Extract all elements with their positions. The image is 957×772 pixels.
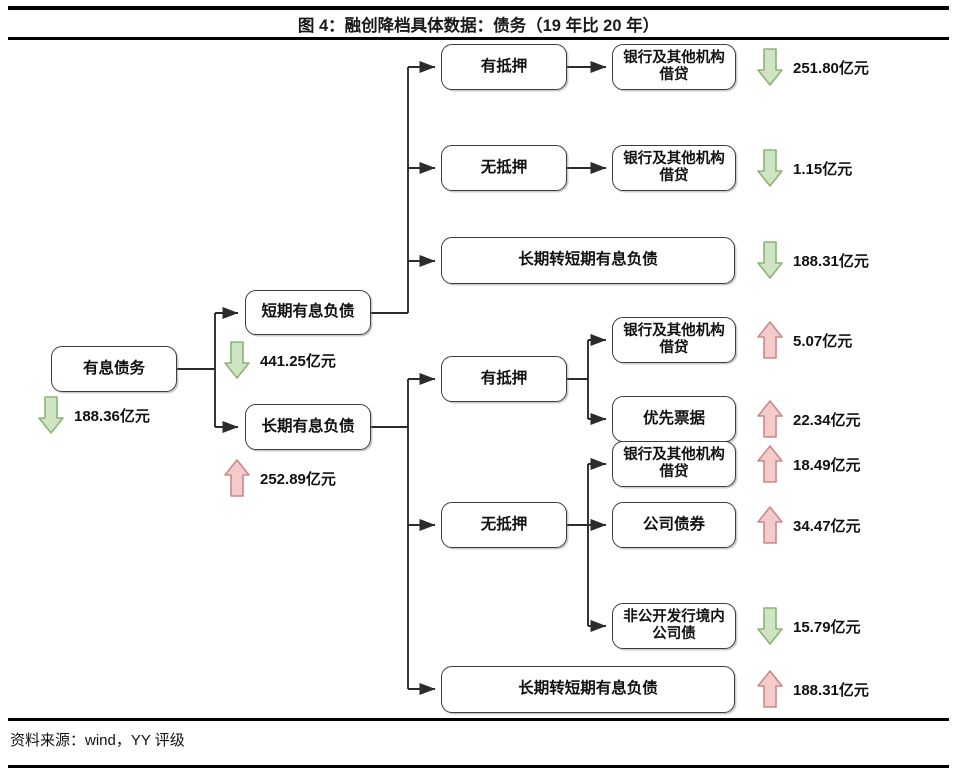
figure-title: 图 4：融创降档具体数据：债务（19 年比 20 年） bbox=[297, 17, 660, 35]
delta-value: 188.31亿元 bbox=[793, 681, 869, 699]
delta-value: 18.49亿元 bbox=[793, 456, 861, 474]
arrow-up-icon bbox=[756, 320, 784, 360]
node-line-2: 借贷 bbox=[659, 67, 689, 83]
node-bank-loan-secured-lt[interactable]: 银行及其他机构 借贷 bbox=[612, 317, 736, 363]
delta-private-placement-bond: 15.79亿元 bbox=[756, 606, 861, 646]
node-bank-loan-unsecured-st[interactable]: 银行及其他机构 借贷 bbox=[612, 145, 736, 191]
node-lt-to-st-upper[interactable]: 长期转短期有息负债 bbox=[441, 237, 735, 284]
node-line-2: 借贷 bbox=[659, 168, 689, 184]
arrow-down-icon bbox=[223, 340, 251, 380]
node-line-1: 非公开发行境内 bbox=[623, 608, 725, 625]
arrow-down-icon bbox=[756, 148, 784, 188]
delta-value: 22.34亿元 bbox=[793, 411, 861, 429]
node-line-2: 借贷 bbox=[659, 340, 689, 356]
arrow-up-icon bbox=[756, 505, 784, 545]
delta-long-term: 252.89亿元 bbox=[223, 458, 336, 498]
footer-rule-top bbox=[8, 718, 949, 721]
delta-value: 34.47亿元 bbox=[793, 517, 861, 535]
delta-root: 188.36亿元 bbox=[37, 395, 150, 435]
delta-value: 188.31亿元 bbox=[793, 252, 869, 270]
node-line-1: 银行及其他机构 bbox=[623, 446, 725, 463]
arrow-up-icon bbox=[223, 458, 251, 498]
delta-value: 5.07亿元 bbox=[793, 332, 853, 350]
delta-senior-notes: 22.34亿元 bbox=[756, 399, 861, 439]
node-lt-to-st-lower[interactable]: 长期转短期有息负债 bbox=[441, 666, 735, 713]
node-bank-loan-secured-st[interactable]: 银行及其他机构 借贷 bbox=[612, 44, 736, 90]
node-line-1: 银行及其他机构 bbox=[623, 49, 725, 66]
node-secured-long-term[interactable]: 有抵押 bbox=[441, 356, 567, 402]
node-line-2: 借贷 bbox=[659, 464, 689, 480]
arrow-up-icon bbox=[756, 444, 784, 484]
node-private-placement-bond[interactable]: 非公开发行境内 公司债 bbox=[612, 603, 736, 649]
arrow-down-icon bbox=[756, 47, 784, 87]
node-bank-loan-unsecured-lt[interactable]: 银行及其他机构 借贷 bbox=[612, 441, 736, 487]
delta-value: 15.79亿元 bbox=[793, 618, 861, 636]
delta-value: 441.25亿元 bbox=[260, 352, 336, 370]
header-rule-top bbox=[8, 6, 949, 10]
delta-value: 188.36亿元 bbox=[74, 407, 150, 425]
diagram-canvas: 有息债务 短期有息负债 长期有息负债 有抵押 无抵押 长期转短期有息负债 银行及… bbox=[0, 40, 957, 718]
delta-short-term: 441.25亿元 bbox=[223, 340, 336, 380]
node-senior-notes[interactable]: 优先票据 bbox=[612, 396, 736, 442]
node-secured-short-term[interactable]: 有抵押 bbox=[441, 44, 567, 90]
arrow-down-icon bbox=[756, 240, 784, 280]
connector-lines bbox=[176, 60, 607, 696]
header-rule-bottom bbox=[8, 37, 949, 40]
arrow-up-icon bbox=[756, 399, 784, 439]
delta-bank-loan-unsecured-st: 1.15亿元 bbox=[756, 148, 852, 188]
arrow-down-icon bbox=[756, 606, 784, 646]
node-corporate-bond[interactable]: 公司债券 bbox=[612, 502, 736, 548]
arrow-up-icon bbox=[756, 669, 784, 709]
delta-value: 251.80亿元 bbox=[793, 59, 869, 77]
node-line-1: 银行及其他机构 bbox=[623, 150, 725, 167]
delta-bank-loan-secured-st: 251.80亿元 bbox=[756, 47, 869, 87]
node-line-1: 银行及其他机构 bbox=[623, 322, 725, 339]
delta-value: 1.15亿元 bbox=[793, 160, 853, 178]
delta-value: 252.89亿元 bbox=[260, 470, 336, 488]
node-unsecured-long-term[interactable]: 无抵押 bbox=[441, 502, 567, 548]
delta-corporate-bond: 34.47亿元 bbox=[756, 505, 861, 545]
arrow-down-icon bbox=[37, 395, 65, 435]
node-long-term-debt[interactable]: 长期有息负债 bbox=[245, 404, 371, 450]
delta-bank-loan-secured-lt: 5.07亿元 bbox=[756, 320, 852, 360]
delta-bank-loan-unsecured-lt: 18.49亿元 bbox=[756, 444, 861, 484]
delta-lt-to-st-upper: 188.31亿元 bbox=[756, 240, 869, 280]
source-note: 资料来源：wind，YY 评级 bbox=[10, 732, 185, 749]
node-root[interactable]: 有息债务 bbox=[51, 346, 177, 392]
delta-lt-to-st-lower: 188.31亿元 bbox=[756, 669, 869, 709]
node-short-term-debt[interactable]: 短期有息负债 bbox=[245, 290, 371, 335]
node-unsecured-short-term[interactable]: 无抵押 bbox=[441, 145, 567, 191]
footer-rule-bottom bbox=[8, 765, 949, 768]
node-line-2: 公司债 bbox=[652, 626, 696, 642]
